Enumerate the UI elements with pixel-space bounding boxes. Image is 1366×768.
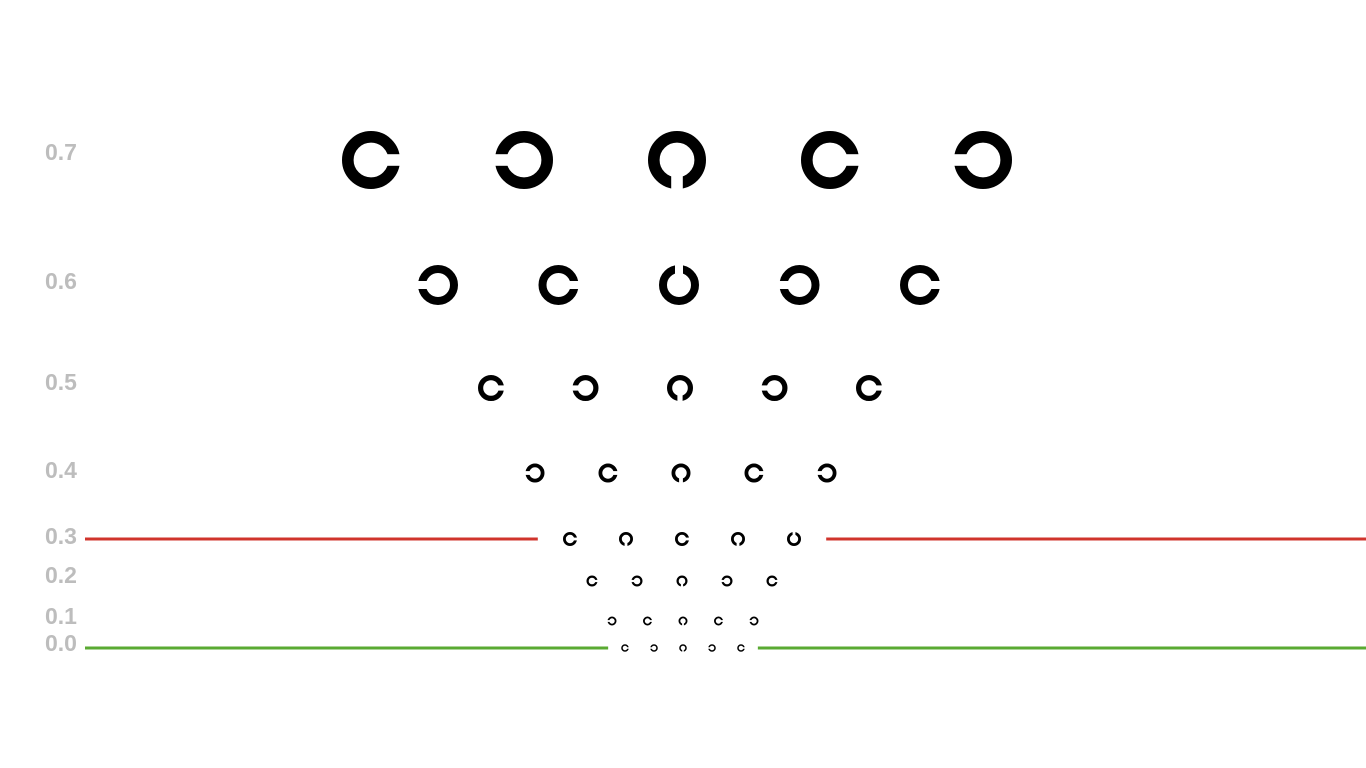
landolt-c-row0-0 [341, 130, 402, 190]
landolt-c-row5-3 [719, 575, 733, 587]
landolt-c-row0-3 [800, 130, 861, 190]
landolt-c-row3-3 [744, 463, 766, 483]
landolt-c-row5-4 [766, 575, 780, 587]
landolt-c-row6-1 [643, 616, 654, 626]
row-label-4: 0.3 [45, 523, 77, 549]
landolt-c-row7-3 [706, 644, 716, 652]
landolt-c-row3-0 [523, 463, 545, 483]
landolt-c-row2-1 [570, 375, 599, 401]
landolt-c-row3-2 [671, 463, 691, 485]
row-label-5: 0.2 [45, 562, 77, 588]
landolt-c-row7-0 [621, 644, 631, 652]
row-label-0: 0.7 [45, 139, 77, 165]
row-label-6: 0.1 [45, 603, 77, 629]
landolt-c-row7-4 [737, 644, 747, 652]
landolt-c-row2-3 [759, 375, 788, 401]
landolt-c-row6-3 [714, 616, 725, 626]
landolt-c-row1-3 [777, 265, 820, 305]
landolt-c-row4-0 [563, 532, 579, 546]
landolt-c-row0-4 [952, 130, 1013, 190]
landolt-c-row6-0 [605, 616, 617, 626]
landolt-c-row6-2 [678, 616, 688, 628]
landolt-c-row0-2 [647, 130, 707, 191]
landolt-c-row0-1 [493, 130, 554, 190]
row-label-7: 0.0 [45, 630, 77, 656]
landolt-c-row4-2 [675, 532, 691, 546]
landolt-c-row2-2 [667, 375, 693, 403]
landolt-c-row7-1 [648, 644, 658, 652]
landolt-c-row4-3 [731, 532, 745, 548]
landolt-c-row1-2 [659, 263, 699, 305]
row-label-2: 0.5 [45, 369, 77, 395]
landolt-c-row2-4 [856, 375, 884, 401]
row-label-3: 0.4 [45, 457, 77, 483]
row-label-1: 0.6 [45, 268, 77, 294]
landolt-c-row2-0 [478, 375, 506, 401]
landolt-c-row3-4 [815, 463, 837, 483]
landolt-c-row1-1 [538, 265, 581, 305]
landolt-c-row5-1 [629, 575, 643, 587]
landolt-c-row5-0 [586, 575, 600, 587]
landolt-c-row1-4 [900, 265, 942, 305]
landolt-c-row7-2 [679, 644, 687, 654]
landolt-c-row4-1 [619, 532, 633, 548]
landolt-c-row5-2 [676, 575, 688, 589]
landolt-c-row6-4 [747, 616, 759, 626]
landolt-c-row4-4 [787, 530, 801, 546]
landolt-c-row3-1 [598, 463, 620, 483]
landolt-c-row1-0 [416, 265, 458, 305]
